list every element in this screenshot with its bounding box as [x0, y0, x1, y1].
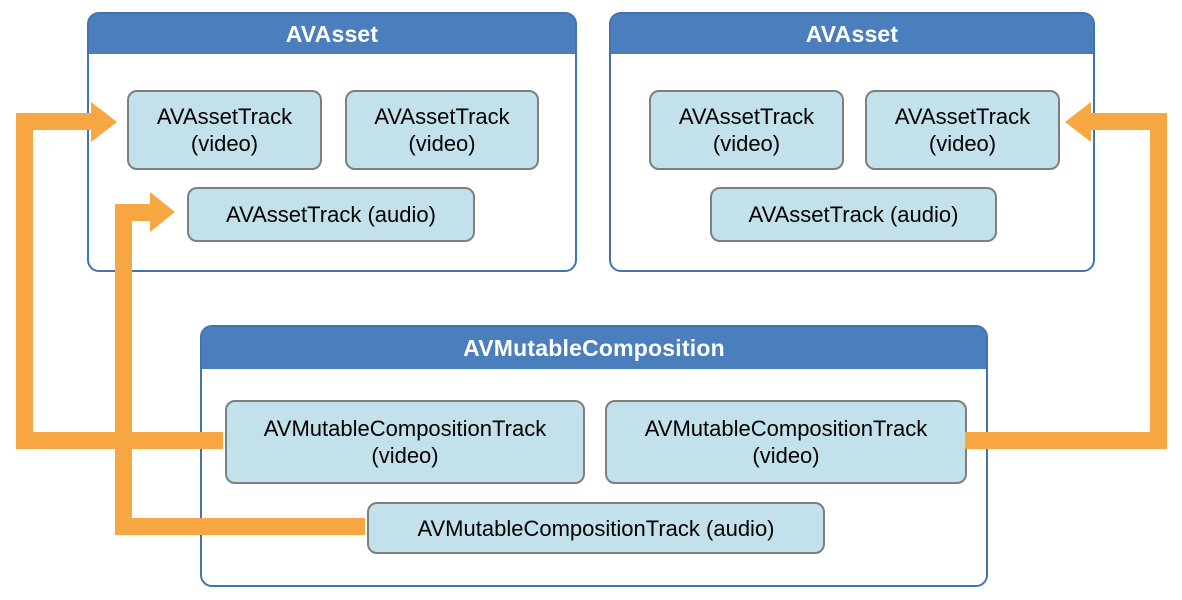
arrow-segment: [16, 113, 33, 449]
track-sublabel: (video): [712, 131, 781, 156]
avasset-left-title: AVAsset: [285, 21, 379, 47]
left-asset-audio-track: AVAssetTrack (audio): [187, 187, 475, 242]
right-asset-video-track-2: AVAssetTrack (video): [865, 90, 1060, 170]
composition-video-track-1: AVMutableCompositionTrack (video): [225, 400, 585, 484]
avasset-right-box: AVAsset AVAssetTrack (video) AVAssetTrac…: [609, 12, 1095, 272]
left-asset-video-track-1: AVAssetTrack (video): [127, 90, 322, 170]
composition-video-track-2: AVMutableCompositionTrack (video): [605, 400, 967, 484]
arrow-segment: [16, 432, 223, 449]
avmutablecomposition-title: AVMutableComposition: [463, 335, 725, 361]
arrow-segment: [16, 113, 91, 130]
track-label: AVAssetTrack (audio): [748, 202, 959, 227]
right-asset-video-track-1: AVAssetTrack (video): [649, 90, 844, 170]
track-sublabel: (video): [408, 131, 476, 156]
track-label: AVAssetTrack (audio): [226, 202, 436, 227]
avmutablecomposition-header: AVMutableComposition: [202, 327, 986, 369]
avasset-left-box: AVAsset AVAssetTrack (video) AVAssetTrac…: [87, 12, 577, 272]
right-asset-audio-track: AVAssetTrack (audio): [710, 187, 997, 242]
track-label: AVAssetTrack: [678, 104, 815, 129]
track-label: AVMutableCompositionTrack (audio): [417, 515, 775, 541]
arrow-segment: [1150, 113, 1167, 449]
arrow-segment: [965, 432, 1167, 449]
avmutablecomposition-box: AVMutableComposition AVMutableCompositio…: [200, 325, 988, 587]
composition-audio-track: AVMutableCompositionTrack (audio): [367, 502, 825, 554]
avasset-right-header: AVAsset: [611, 14, 1093, 54]
track-label: AVMutableCompositionTrack: [644, 416, 928, 441]
track-label: AVMutableCompositionTrack: [263, 416, 547, 441]
track-sublabel: (video): [928, 131, 997, 156]
avasset-left-header: AVAsset: [89, 14, 575, 54]
track-label: AVAssetTrack: [374, 104, 510, 129]
track-sublabel: (video): [752, 443, 820, 468]
track-sublabel: (video): [371, 443, 439, 468]
arrow-segment: [1091, 113, 1167, 130]
track-label: AVAssetTrack: [156, 104, 293, 129]
left-asset-video-track-2: AVAssetTrack (video): [345, 90, 539, 170]
track-sublabel: (video): [190, 131, 259, 156]
track-label: AVAssetTrack: [894, 104, 1031, 129]
avasset-right-title: AVAsset: [805, 21, 899, 47]
